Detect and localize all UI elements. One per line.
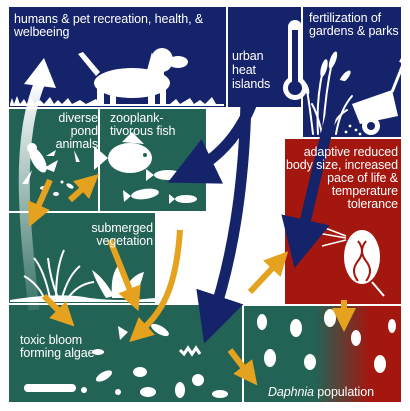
humans-label: humans & pet recreation, health, & welbe…: [14, 13, 219, 39]
heat-to-algae-arrow: [212, 100, 246, 320]
zooplank-label: zooplank- tivorous fish: [110, 112, 190, 138]
daphnia-rest: population: [314, 385, 374, 399]
daphnia-icon: [312, 226, 384, 296]
fertilizer-spreader-icon: [345, 60, 408, 135]
fertilization-label: fertilization of gardens & parks: [309, 12, 403, 38]
urban-heat-label-3: islands: [232, 78, 270, 91]
urban-heat-label-2: heat: [232, 64, 256, 77]
toxic-bloom-label: toxic bloom forming algae: [20, 334, 120, 360]
urban-heat-label-1: urban: [232, 50, 263, 63]
fish-icon: [94, 132, 197, 204]
adaptive-label: adaptive reduced body size, increased pa…: [286, 146, 398, 211]
dog-icon: [78, 48, 188, 104]
daphnia-population-label: Daphnia population: [268, 386, 374, 399]
diverse-pond-label: diverse pond animals: [34, 112, 98, 151]
submerged-label: submerged vegetation: [60, 222, 153, 248]
daphnia-italic: Daphnia: [268, 385, 314, 399]
